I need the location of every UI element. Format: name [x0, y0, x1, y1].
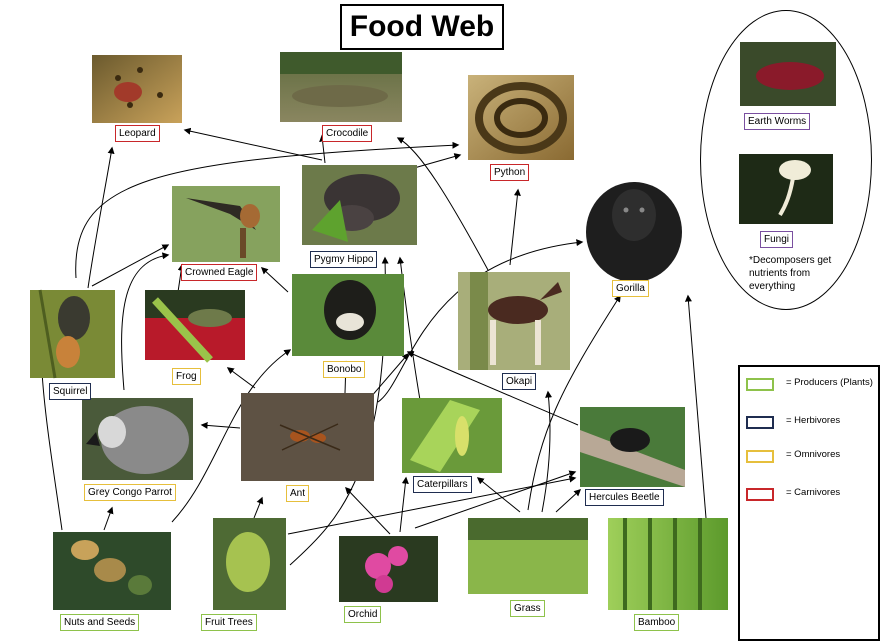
ant-picture [241, 393, 374, 481]
arrow-grass-caterpillars [476, 477, 521, 513]
arrow-hippo-leopard [183, 127, 323, 161]
label-earth-worms: Earth Worms [744, 113, 811, 130]
arrow-fruit-ant [253, 496, 264, 519]
grey-parrot-picture [82, 398, 193, 480]
arrow-squirrel-python [75, 141, 460, 279]
legend-text-producers: = Producers (Plants) [786, 377, 873, 388]
crowned-eagle-picture [172, 186, 280, 262]
label-frog: Frog [172, 368, 201, 385]
legend-text-herbivores: = Herbivores [786, 415, 841, 426]
crocodile-picture [280, 52, 402, 122]
caterpillars-picture [402, 398, 502, 473]
legend-swatch-omnivores [746, 450, 774, 463]
arrow-bonobo-eagle [260, 267, 289, 293]
legend-swatch-herbivores [746, 416, 774, 429]
orchid-picture [339, 536, 438, 602]
hercules-beetle-picture [580, 407, 685, 487]
arrow-orchid-beetle [414, 470, 577, 529]
arrow-orchid-caterpillars [399, 476, 409, 533]
label-fungi: Fungi [760, 231, 794, 248]
label-python: Python [490, 164, 530, 181]
label-crowned-eagle: Crowned Eagle [181, 264, 258, 281]
arrow-okapi-python [509, 188, 521, 266]
legend-swatch-producers [746, 378, 774, 391]
arrow-beetle-bonobo [406, 351, 579, 426]
arrow-fruit-beetle [287, 475, 577, 535]
arrow-parrot-eagle [121, 252, 170, 391]
arrow-nuts-squirrel [38, 370, 63, 531]
label-squirrel: Squirrel [49, 383, 92, 400]
gorilla-picture [585, 164, 685, 282]
leopard-picture [92, 55, 182, 123]
label-hercules-beetle: Hercules Beetle [585, 489, 664, 506]
arrow-ant-frog [226, 367, 256, 389]
label-caterpillars: Caterpillars [413, 476, 472, 493]
label-crocodile: Crocodile [322, 125, 373, 142]
pygmy-hippo-picture [302, 165, 417, 245]
grass-picture [468, 518, 588, 594]
arrow-caterpillars-bonobo [369, 352, 409, 399]
squirrel-picture [30, 289, 115, 379]
arrow-ant-gorilla [377, 239, 584, 403]
legend-swatch-carnivores [746, 488, 774, 501]
label-pygmy-hippo: Pygmy Hippo [310, 251, 378, 268]
arrow-bamboo-gorilla [684, 294, 707, 519]
frog-picture [145, 290, 245, 363]
arrow-grass-beetle [555, 489, 582, 513]
label-bamboo: Bamboo [634, 614, 680, 631]
label-grass: Grass [510, 600, 545, 617]
label-grey-parrot: Grey Congo Parrot [84, 484, 176, 501]
legend-text-omnivores: = Omnivores [786, 449, 841, 460]
python-picture [468, 75, 574, 160]
arrow-orchid-ant [345, 486, 391, 535]
bonobo-picture [292, 274, 404, 356]
page-title: Food Web [340, 4, 504, 50]
label-bonobo: Bonobo [323, 361, 366, 378]
nuts-seeds-picture [53, 532, 171, 610]
decomposers-oval [700, 10, 872, 310]
legend: = Producers (Plants) = Herbivores = Omni… [738, 365, 880, 641]
arrows [38, 127, 707, 566]
bamboo-picture [608, 518, 728, 610]
label-orchid: Orchid [344, 606, 382, 623]
okapi-picture [458, 272, 570, 370]
label-leopard: Leopard [115, 125, 160, 142]
label-nuts-seeds: Nuts and Seeds [60, 614, 140, 631]
legend-text-carnivores: = Carnivores [786, 487, 841, 498]
arrow-okapi-crocodile [396, 137, 489, 271]
arrow-grass-okapi [541, 390, 553, 513]
label-okapi: Okapi [502, 373, 537, 390]
arrow-squirrel-eagle [91, 244, 170, 287]
arrow-caterpillars-hippo [397, 256, 421, 401]
label-fruit-trees: Fruit Trees [201, 614, 257, 631]
arrow-ant-parrot [200, 421, 241, 429]
fruit-trees-picture [213, 518, 286, 610]
arrow-nuts-parrot [103, 506, 114, 531]
arrow-grass-gorilla [527, 294, 621, 511]
arrow-fruit-bonobo [171, 349, 292, 523]
arrow-squirrel-leopard [87, 146, 115, 289]
decomposer-note: *Decomposers get nutrients from everythi… [749, 255, 832, 292]
label-gorilla: Gorilla [612, 280, 649, 297]
label-ant: Ant [286, 485, 310, 502]
